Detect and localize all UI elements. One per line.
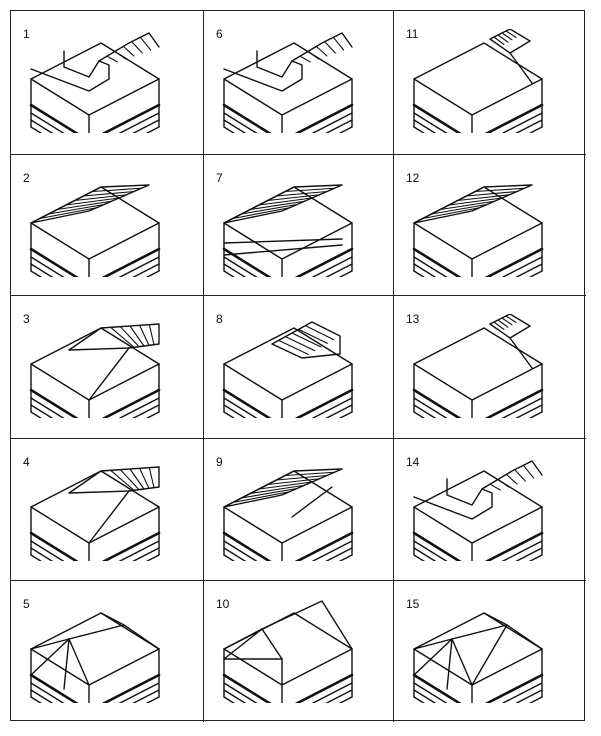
figure-number: 11	[406, 27, 419, 41]
block-figure	[222, 321, 354, 418]
figure-panel: 11	[394, 11, 586, 155]
figure-grid: 1 6 11 2 7 12 3 8 13 4 9 14 5 10 15	[10, 10, 586, 722]
figure-number: 7	[216, 171, 223, 185]
figure-panel: 7	[204, 155, 394, 296]
figure-number: 10	[216, 597, 230, 611]
block-figure	[29, 323, 161, 418]
block-figure	[222, 468, 354, 561]
block-figure	[29, 184, 161, 277]
figure-panel: 8	[204, 296, 394, 439]
block-figure	[222, 600, 354, 703]
block-figure	[222, 184, 354, 277]
block-figure	[412, 184, 544, 277]
block-figure	[29, 612, 161, 703]
figure-panel: 2	[11, 155, 204, 296]
figure-panel: 14	[394, 439, 586, 581]
figure-number: 14	[406, 455, 420, 469]
figure-number: 1	[23, 27, 30, 41]
figure-number: 15	[406, 597, 420, 611]
figure-panel: 10	[204, 581, 394, 722]
figure-number: 13	[406, 312, 420, 326]
figure-panel: 15	[394, 581, 586, 722]
figure-number: 3	[23, 312, 30, 326]
block-figure	[29, 32, 161, 133]
figure-panel: 5	[11, 581, 204, 722]
block-figure	[222, 32, 354, 133]
figure-number: 5	[23, 597, 30, 611]
figure-panel: 4	[11, 439, 204, 581]
figure-panel: 13	[394, 296, 586, 439]
figure-panel: 1	[11, 11, 204, 155]
figure-number: 2	[23, 171, 30, 185]
block-figure	[412, 460, 544, 561]
block-figure	[412, 29, 544, 133]
block-figure	[29, 466, 161, 561]
figure-number: 4	[23, 455, 30, 469]
figure-panel: 3	[11, 296, 204, 439]
figure-number: 8	[216, 312, 223, 326]
figure-number: 12	[406, 171, 420, 185]
figure-number: 6	[216, 27, 223, 41]
block-figure	[412, 612, 544, 703]
figure-panel: 9	[204, 439, 394, 581]
block-figure	[412, 314, 544, 418]
figure-panel: 12	[394, 155, 586, 296]
figure-panel: 6	[204, 11, 394, 155]
figure-number: 9	[216, 455, 223, 469]
